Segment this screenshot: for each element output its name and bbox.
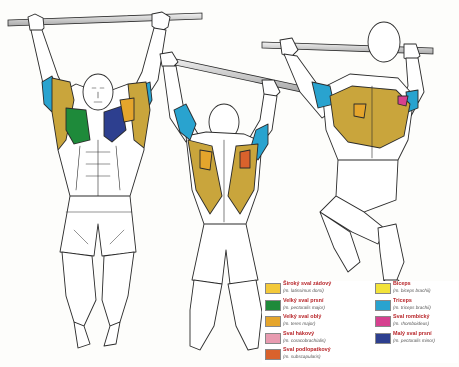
legend-latin: (m. pectoralis minor) xyxy=(393,338,435,344)
legend-column-left: Široký sval zádový (m. latissimus dorsi)… xyxy=(262,281,372,364)
legend-latin: (m. teres major) xyxy=(283,321,315,327)
figure1-right-leg xyxy=(102,252,134,326)
bar-middle xyxy=(161,56,302,92)
legend-swatch xyxy=(375,316,391,327)
figure3-head xyxy=(368,22,400,62)
legend-swatch xyxy=(375,283,391,294)
legend-latin: (m. rhomboideus) xyxy=(393,321,429,327)
legend-latin: (m. subscapularis) xyxy=(283,354,321,360)
legend-name: Sval podlopatkový xyxy=(283,347,331,354)
legend-swatch xyxy=(265,333,281,344)
legend-column-right: Biceps (m. biceps brachii) Triceps (m. t… xyxy=(372,281,458,347)
legend-swatch xyxy=(375,333,391,344)
figure3-rhomboideus xyxy=(398,96,408,106)
legend-item-coracobrachialis: Sval hákový (m. coracobrachialis) xyxy=(262,331,372,347)
legend-name: Triceps xyxy=(393,298,412,305)
legend-item-latissimus: Široký sval zádový (m. latissimus dorsi) xyxy=(262,281,372,297)
legend-item-rhomboideus: Sval rombický (m. rhomboideus) xyxy=(372,314,458,330)
legend-item-teres-major: Velký sval oblý (m. teres major) xyxy=(262,314,372,330)
muscle-legend: Široký sval zádový (m. latissimus dorsi)… xyxy=(262,281,458,363)
figure3-calf xyxy=(378,224,404,282)
legend-name: Sval rombický xyxy=(393,314,430,321)
figure2-left-leg xyxy=(190,280,222,350)
figure2-teres-major xyxy=(200,150,212,170)
figure2-right-leg xyxy=(228,280,262,350)
legend-latin: (m. pectoralis major) xyxy=(283,305,325,311)
figure2-shorts xyxy=(192,224,258,284)
legend-name: Velký sval oblý xyxy=(283,314,321,321)
legend-latin: (m. biceps brachii) xyxy=(393,288,431,294)
legend-name: Malý sval prsní xyxy=(393,331,432,338)
legend-name: Biceps xyxy=(393,281,411,288)
legend-swatch xyxy=(265,349,281,360)
legend-latin: (m. latissimus dorsi) xyxy=(283,288,324,294)
figure1-shorts xyxy=(60,196,136,256)
legend-item-pectoralis-minor: Malý sval prsní (m. pectoralis minor) xyxy=(372,331,458,347)
legend-swatch xyxy=(265,283,281,294)
legend-swatch xyxy=(265,316,281,327)
legend-swatch xyxy=(265,300,281,311)
legend-name: Velký sval prsní xyxy=(283,298,323,305)
figure3-teres-major xyxy=(354,104,366,118)
figure-bent-leg-view xyxy=(280,22,424,294)
legend-item-triceps: Triceps (m. triceps brachii) xyxy=(372,298,458,314)
legend-item-pectoralis-major: Velký sval prsní (m. pectoralis major) xyxy=(262,298,372,314)
figure2-subscapularis xyxy=(240,150,250,168)
legend-item-biceps: Biceps (m. biceps brachii) xyxy=(372,281,458,297)
legend-latin: (m. coracobrachialis) xyxy=(283,338,326,344)
legend-swatch xyxy=(375,300,391,311)
legend-latin: (m. triceps brachii) xyxy=(393,305,431,311)
figure-front-view xyxy=(28,12,170,348)
legend-name: Široký sval zádový xyxy=(283,281,331,288)
figure1-left-leg xyxy=(62,252,96,326)
legend-name: Sval hákový xyxy=(283,331,314,338)
legend-item-subscapularis: Sval podlopatkový (m. subscapularis) xyxy=(262,347,372,363)
figure1-feet xyxy=(74,322,120,348)
